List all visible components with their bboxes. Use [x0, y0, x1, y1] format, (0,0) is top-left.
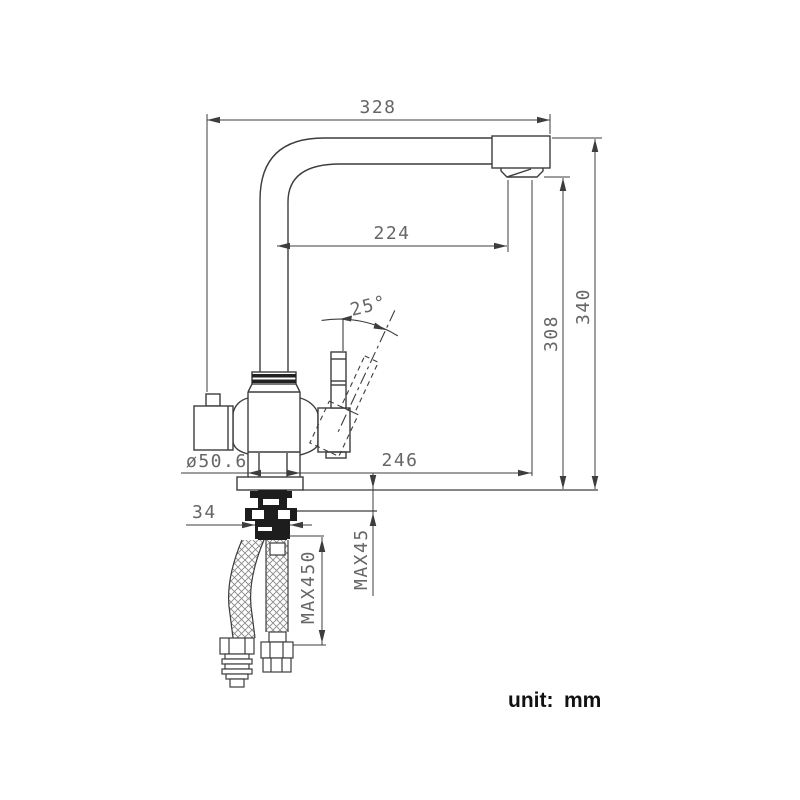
angle-annotation [321, 315, 399, 351]
rotated-handle-phantom [309, 310, 396, 458]
dim-340-label: 340 [573, 288, 594, 325]
dimension-lines [181, 114, 602, 646]
dim-246-label: 246 [381, 450, 418, 471]
dim-max45-label: MAX45 [351, 528, 372, 590]
dim-max450-label: MAX450 [298, 550, 319, 624]
angle-arc [321, 318, 399, 337]
base-plate [236, 476, 304, 491]
spout-inner-edge [287, 163, 492, 372]
mounting-hardware [245, 490, 297, 540]
left-handle-body [193, 405, 234, 451]
collar-band [252, 374, 296, 378]
counter-surface [297, 489, 598, 512]
left-handle-knob [205, 393, 221, 407]
dim-308-label: 308 [541, 315, 562, 352]
right-valve-step [325, 451, 347, 459]
arc-arrow-right [373, 322, 386, 330]
right-hose-nut-lower [262, 657, 292, 673]
faucet-outline [193, 135, 551, 491]
right-hose-braid [266, 540, 288, 632]
arc-arrow-left [340, 315, 352, 322]
phantom-valve [309, 400, 359, 458]
left-hose-nut [219, 637, 255, 655]
dim-224-label: 224 [373, 223, 410, 244]
body-left-bulge [232, 397, 249, 455]
supply-hoses [219, 539, 294, 688]
collar-band [252, 379, 296, 383]
right-hose-ferrule [269, 542, 286, 556]
dimension-labels: 328 224 25° 308 340 ø50.6 246 34 MAX45 M… [186, 97, 601, 712]
aerator [500, 168, 544, 178]
dim-328-label: 328 [359, 97, 396, 118]
right-valve-body [317, 407, 351, 453]
aerator-ridge [506, 168, 532, 178]
mounting-nut [255, 521, 290, 539]
left-hose-tip [229, 678, 245, 688]
dim-diameter-label: ø50.6 [186, 451, 248, 472]
unit-prefix-label: unit: [508, 689, 553, 712]
spout-outer-edge [259, 137, 492, 372]
dim-34-label: 34 [192, 502, 217, 523]
body-right-bulge [299, 397, 319, 456]
angle-25-label: 25° [348, 292, 389, 321]
right-hose-neck [268, 631, 287, 643]
right-hose-nut [260, 641, 294, 659]
spout-head [491, 135, 551, 169]
unit-value-label: mm [564, 689, 601, 712]
right-handle-lever [330, 351, 347, 409]
